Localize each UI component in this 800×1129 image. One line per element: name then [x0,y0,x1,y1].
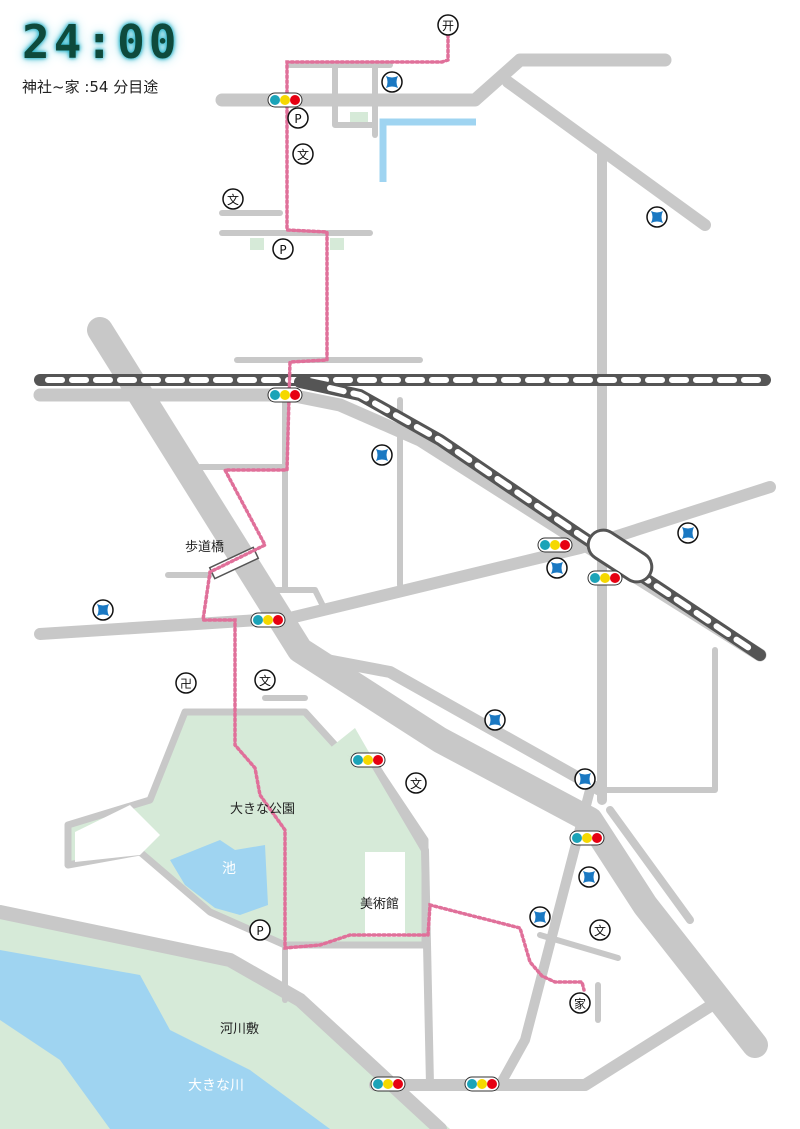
school-icon: 文 [222,188,244,210]
traffic-signal-icon [587,570,623,586]
store-icon [646,206,668,228]
traffic-signal-icon [569,830,605,846]
store-icon [546,557,568,579]
svg-text:P: P [256,924,263,938]
svg-text:P: P [294,112,301,126]
svg-text:开: 开 [442,19,454,33]
temple-icon: 卍 [175,672,197,694]
time-display: 24:00 [22,15,181,69]
traffic-signal-icon [350,752,386,768]
store-icon [574,768,596,790]
park-label: 大きな公園 [230,802,295,817]
parking-icon: P [287,107,309,129]
svg-text:P: P [279,243,286,257]
svg-text:卍: 卍 [180,677,192,691]
school-icon: 文 [589,919,611,941]
traffic-signal-icon [267,92,303,108]
shrine-icon: 开 [437,14,459,36]
museum-label: 美術館 [360,897,399,912]
school-icon: 文 [405,772,427,794]
store-icon [484,709,506,731]
store-icon [529,906,551,928]
roads [0,53,776,1129]
store-icon [92,599,114,621]
home-icon: 家 [569,992,591,1014]
svg-text:文: 文 [259,673,271,688]
river [0,950,330,1129]
school-icon: 文 [292,143,314,165]
svg-text:文: 文 [410,776,422,791]
store-icon [371,444,393,466]
river-label: 大きな川 [188,1078,244,1094]
svg-text:文: 文 [297,147,309,162]
traffic-signal-icon [537,537,573,553]
traffic-signal-icon [250,612,286,628]
parking-icon: P [249,919,271,941]
svg-text:文: 文 [227,192,239,207]
walking-route [200,28,586,992]
pond-label: 池 [222,861,236,877]
route-summary: 神社~家 :54 分目途 [22,78,159,96]
svg-text:文: 文 [594,923,606,938]
museum-building [365,852,405,937]
parking-icon: P [272,238,294,260]
store-icon [578,866,600,888]
store-icon [677,522,699,544]
pond [170,840,268,915]
traffic-signal-icon [267,387,303,403]
footbridge-label: 歩道橋 [185,540,224,555]
traffic-signal-icon [464,1076,500,1092]
svg-text:家: 家 [574,996,586,1011]
traffic-signal-icon [370,1076,406,1092]
store-icon [381,71,403,93]
train-station[interactable] [582,524,657,587]
riverbank-label: 河川敷 [220,1022,259,1037]
canal [379,118,476,182]
school-icon: 文 [254,669,276,691]
